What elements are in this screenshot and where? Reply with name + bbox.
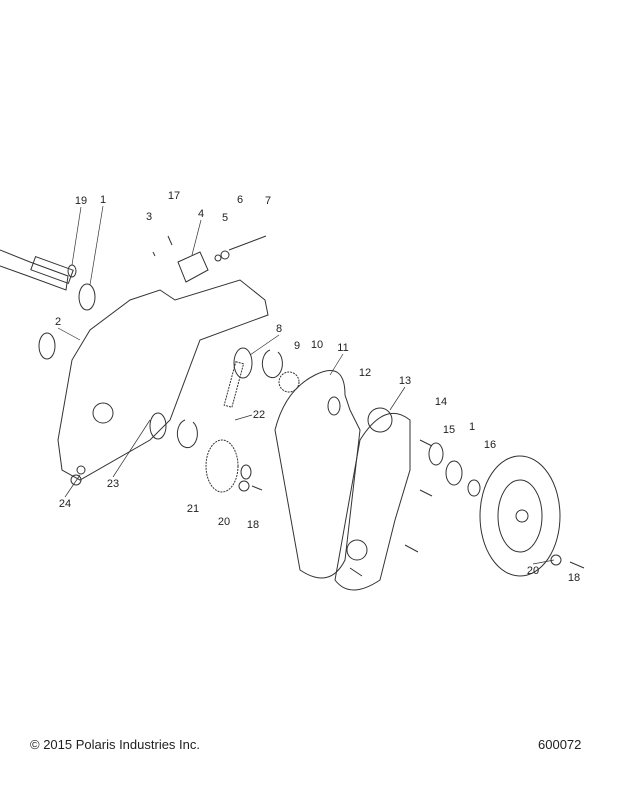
copyright-text: © 2015 Polaris Industries Inc. — [30, 737, 200, 752]
callout-11: 11 — [337, 342, 348, 354]
callout-18: 18 — [247, 519, 259, 531]
chaincase-housing — [57, 279, 269, 486]
seals-and-bearings — [38, 264, 283, 475]
callout-1b: 1 — [469, 421, 475, 433]
callout-labels: 19 1 17 3 4 5 6 7 2 8 9 10 11 12 13 14 1… — [55, 190, 580, 584]
callout-3: 3 — [146, 211, 152, 223]
callout-9: 9 — [294, 340, 300, 352]
callout-23: 23 — [107, 478, 119, 490]
callout-1: 1 — [100, 194, 106, 206]
cover-hardware — [349, 439, 481, 577]
callout-14: 14 — [435, 396, 447, 408]
callout-5: 5 — [222, 212, 228, 224]
callout-24: 24 — [59, 498, 71, 510]
callout-21: 21 — [187, 503, 199, 515]
callout-16: 16 — [484, 439, 496, 451]
callout-19: 19 — [75, 195, 87, 207]
callout-20b: 20 — [527, 565, 539, 577]
chaincase-gasket — [274, 370, 361, 579]
callout-20: 20 — [218, 516, 230, 528]
callout-8: 8 — [276, 323, 282, 335]
callout-4: 4 — [198, 208, 204, 220]
callout-10: 10 — [311, 339, 323, 351]
callout-22: 22 — [253, 409, 265, 421]
callout-18b: 18 — [568, 572, 580, 584]
chaincase-cover — [334, 407, 411, 591]
callout-15: 15 — [443, 424, 455, 436]
callout-13: 13 — [399, 375, 411, 387]
callout-17: 17 — [168, 190, 180, 202]
callout-6: 6 — [237, 194, 243, 206]
driveshaft — [0, 249, 74, 291]
callout-7: 7 — [265, 195, 271, 207]
brake-disc — [238, 455, 585, 577]
callout-12: 12 — [359, 367, 371, 379]
sprockets — [205, 371, 300, 493]
leader-lines — [57, 205, 555, 565]
chain-tensioner-parts — [152, 235, 267, 408]
callout-2: 2 — [55, 316, 61, 328]
diagram-number: 600072 — [538, 737, 582, 752]
